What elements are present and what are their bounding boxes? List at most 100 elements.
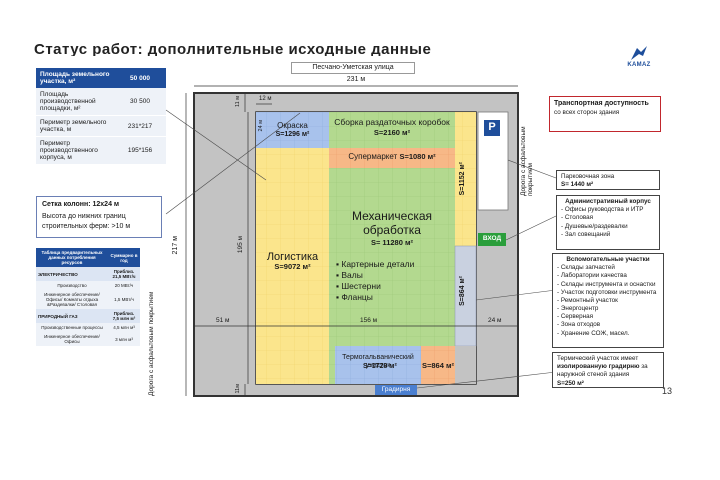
gradirnya-label: Градирня (381, 386, 411, 393)
admin-list: - Офисы руководства и ИТР - Столовая - Д… (561, 206, 655, 239)
kamaz-horse-icon (631, 46, 647, 60)
list-item: - Участок подготовки инструмента (557, 288, 657, 296)
resource-value: 1,5 МВт/ч (107, 290, 140, 309)
callout-text: за наружной стеной здания (557, 363, 648, 379)
dim-left: 217 м (172, 236, 179, 255)
info-label: Площадь земельного участка, м² (36, 68, 114, 88)
dim-51: 51 м (216, 317, 230, 324)
dim-11-top: 11 м (235, 96, 241, 108)
callout-area: S=250 м² (557, 379, 584, 387)
page-title: Статус работ: дополнительные исходные да… (34, 41, 432, 56)
zone-area: S=1296 м² (275, 130, 310, 138)
dim-inner-left: 195 м (237, 236, 244, 254)
zone-name: Механическая обработка (351, 209, 433, 237)
info-value: 50 000 (114, 68, 166, 88)
callout-title: Вспомогательные участки (566, 256, 650, 263)
logistics-label: Логистика S=9072 м² (256, 251, 329, 271)
road-right-label: Дорога с асфальтовым покрытием (520, 126, 535, 196)
transport-callout: Транспортная доступность со всех сторон … (549, 96, 661, 132)
list-item: - Склады инструмента и оснастки (557, 280, 656, 288)
resource-label: ЭЛЕКТРИЧЕСТВО (36, 267, 108, 281)
column-grid-box: Сетка колонн: 12х24 м Высота до нижних г… (36, 196, 162, 238)
parking-symbol: P (488, 121, 496, 133)
list-item: - Хранение СОЖ, масел. (557, 329, 630, 337)
okraska-label: Окраска S=1296 м² (256, 121, 329, 139)
resource-value: 4,5 млн м³ (107, 323, 140, 332)
zone-area: S=1728 м² (363, 363, 397, 370)
callout-text: Термический участок имеет (557, 355, 639, 362)
mech-label: Механическая обработка S= 11280 м² (329, 209, 455, 247)
thermal-callout: Термический участок имеет изолированную … (552, 352, 664, 388)
callout-title: Административный корпус (565, 198, 651, 205)
thermal-label: Термогальванический участок S=1728 м² (335, 354, 421, 371)
dim-top: 231 м (346, 76, 366, 83)
list-item: - Серверная (557, 313, 594, 321)
resource-label: ПРИРОДНЫЙ ГАЗ (36, 309, 108, 323)
grid-line: Сетка колонн: 12х24 м (42, 201, 120, 208)
zone-name: Логистика (266, 251, 319, 263)
column-header: Суммарно в год (107, 248, 140, 267)
supermarket-label: Супермаркет S=1080 м² (329, 152, 455, 161)
info-label: Периметр земельного участка, м (36, 115, 114, 137)
height-line: Высота до нижних границ строительных фер… (42, 213, 131, 230)
table-row: Производственные процессы 4,5 млн м³ (36, 323, 140, 332)
list-item: - Зона отходов (557, 321, 601, 329)
callout-bold: изолированную градирню (557, 363, 640, 371)
list-item: - Зал совещаний (561, 230, 611, 238)
logo-text: KAMAZ (627, 62, 651, 68)
zone-name: Супермаркет (348, 152, 398, 161)
resource-label: Производственные процессы (36, 323, 108, 332)
resource-value: 20 МВт/ч (107, 281, 140, 290)
zone-area: S= 11280 м² (370, 237, 414, 247)
list-item: ▪ Фланцы (336, 292, 373, 303)
list-item: - Офисы руководства и ИТР (561, 206, 644, 214)
zone-name: Окраска (277, 121, 308, 130)
page-number: 13 (662, 386, 673, 396)
resource-value: 3 млн м³ (107, 332, 140, 346)
dim-11-bottom: 11м (235, 384, 241, 394)
list-item: - Душевые/раздевалки (561, 222, 628, 230)
resource-label: Производство (36, 281, 108, 290)
street-label: Песчано-Уметская улица (291, 62, 415, 74)
info-value: 195*156 (114, 136, 166, 165)
callout-text: Парковочная зона (561, 173, 615, 180)
list-item: - Лаборатории качества (557, 272, 627, 280)
grey-corner (455, 346, 476, 384)
info-value: 30 500 (114, 88, 166, 116)
list-item: - Столовая (561, 214, 594, 222)
callout-area: S= 1440 м² (561, 181, 594, 189)
aux-callout: Вспомогательные участки - Склады запчаст… (552, 253, 664, 348)
list-item: ▪ Валы (336, 270, 363, 281)
table-row: Инженерное обеспечение/Офисы/ Комнаты от… (36, 290, 140, 309)
zone-area: S=2160 м² (373, 127, 411, 137)
mech-items-list: ▪ Картерные детали ▪ Валы ▪ Шестерни ▪ Ф… (336, 259, 414, 303)
zone-name: Термогальванический участок (342, 354, 414, 370)
table-row: ЭЛЕКТРИЧЕСТВО Приблиз. 21,5 МВт/ч (36, 267, 140, 281)
dim-24-right: 24 м (488, 317, 502, 324)
admin-callout: Административный корпус - Офисы руководс… (556, 195, 660, 250)
info-label: Площадь производственной площадки, м² (36, 88, 114, 116)
resource-value: Приблиз. 21,5 МВт/ч (107, 267, 140, 281)
orange-small-area: S=864 м² (421, 361, 455, 370)
page-title-band: Статус работ: дополнительные исходные да… (0, 40, 440, 56)
road-left-label: Дорога с асфальтовым покрытием (148, 291, 155, 396)
list-item: - Ремонтный участок (557, 296, 618, 304)
table-row: Периметр земельного участка, м 231*217 (36, 115, 166, 137)
list-item: - Энергоцентр (557, 305, 599, 313)
list-item: ▪ Картерные детали (336, 259, 415, 269)
list-item: ▪ Шестерни (336, 281, 381, 292)
parking-callout: Парковочная зона S= 1440 м² (556, 170, 660, 190)
info-label: Периметр производственного корпуса, м (36, 136, 114, 165)
dim-12: 12 м (259, 96, 272, 102)
zone-name: Сборка раздаточных коробок (334, 117, 450, 127)
table-row: Периметр производственного корпуса, м 19… (36, 136, 166, 165)
dim-156: 156 м (360, 317, 378, 324)
kamaz-logo: KAMAZ (622, 44, 656, 72)
aux-area: S=864 м² (459, 276, 466, 306)
info-value: 231*217 (114, 115, 166, 137)
callout-text: со всех сторон здания (554, 109, 620, 117)
zone-area: S=1080 м² (399, 152, 436, 161)
sborka-label: Сборка раздаточных коробок S=2160 м² (329, 117, 455, 137)
aux-list: - Склады запчастей - Лаборатории качеств… (557, 264, 659, 338)
table-header-row: Таблица предварительных данных потреблен… (36, 248, 140, 267)
